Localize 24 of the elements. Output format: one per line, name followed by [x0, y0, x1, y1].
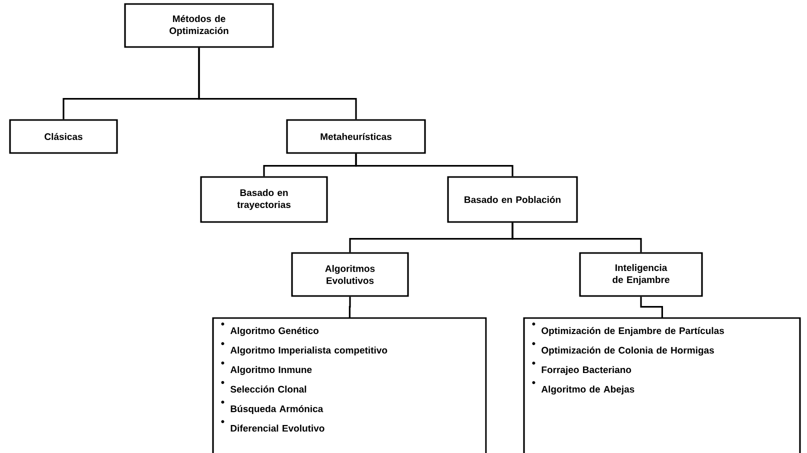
node-label: Búsqueda Armónica: [230, 405, 324, 414]
connector-line: [348, 296, 351, 318]
connector-line: [198, 48, 357, 120]
category-box: Metaheurísticas: [286, 119, 426, 154]
category-box: Basado en trayectorias: [200, 176, 328, 223]
category-box: Clásicas: [9, 119, 118, 154]
node-label: Algoritmo de Abejas: [541, 386, 634, 395]
connector-line: [640, 296, 663, 318]
node-label: Selección Clonal: [230, 386, 306, 393]
node-label: Optimización de Enjambre de Partículas: [542, 327, 724, 336]
node-label: Forrajeo Bacteriano: [542, 366, 632, 375]
node-label: Algoritmo Imperialista competitivo: [230, 346, 388, 356]
node-label: Diferencial Evolutivo: [230, 424, 324, 432]
node-label: Algoritmo Genético: [230, 327, 318, 336]
category-box: Inteligencia de Enjambre: [579, 252, 703, 297]
list-box: Algoritmo Genético Algoritmo Imperialista competitivo Algoritmo Inmune Selección Clonal Búsqueda Armónica Diferencial Evolutivo: [212, 317, 487, 453]
connector-line: [512, 222, 642, 252]
list-box: Optimización de Enjambre de Partículas Optimización de Colonia de Hormigas Forrajeo Bacteriano Algoritmo de Abejas: [523, 317, 801, 453]
category-box: Métodos de Optimización: [124, 3, 274, 48]
node-label: Optimización de Colonia de Hormigas: [542, 346, 714, 356]
connector-line: [355, 154, 514, 176]
category-box: Basado en Población: [447, 176, 578, 223]
node-label: Algoritmo Inmune: [230, 366, 312, 375]
category-box: Algoritmos Evolutivos: [291, 252, 409, 297]
